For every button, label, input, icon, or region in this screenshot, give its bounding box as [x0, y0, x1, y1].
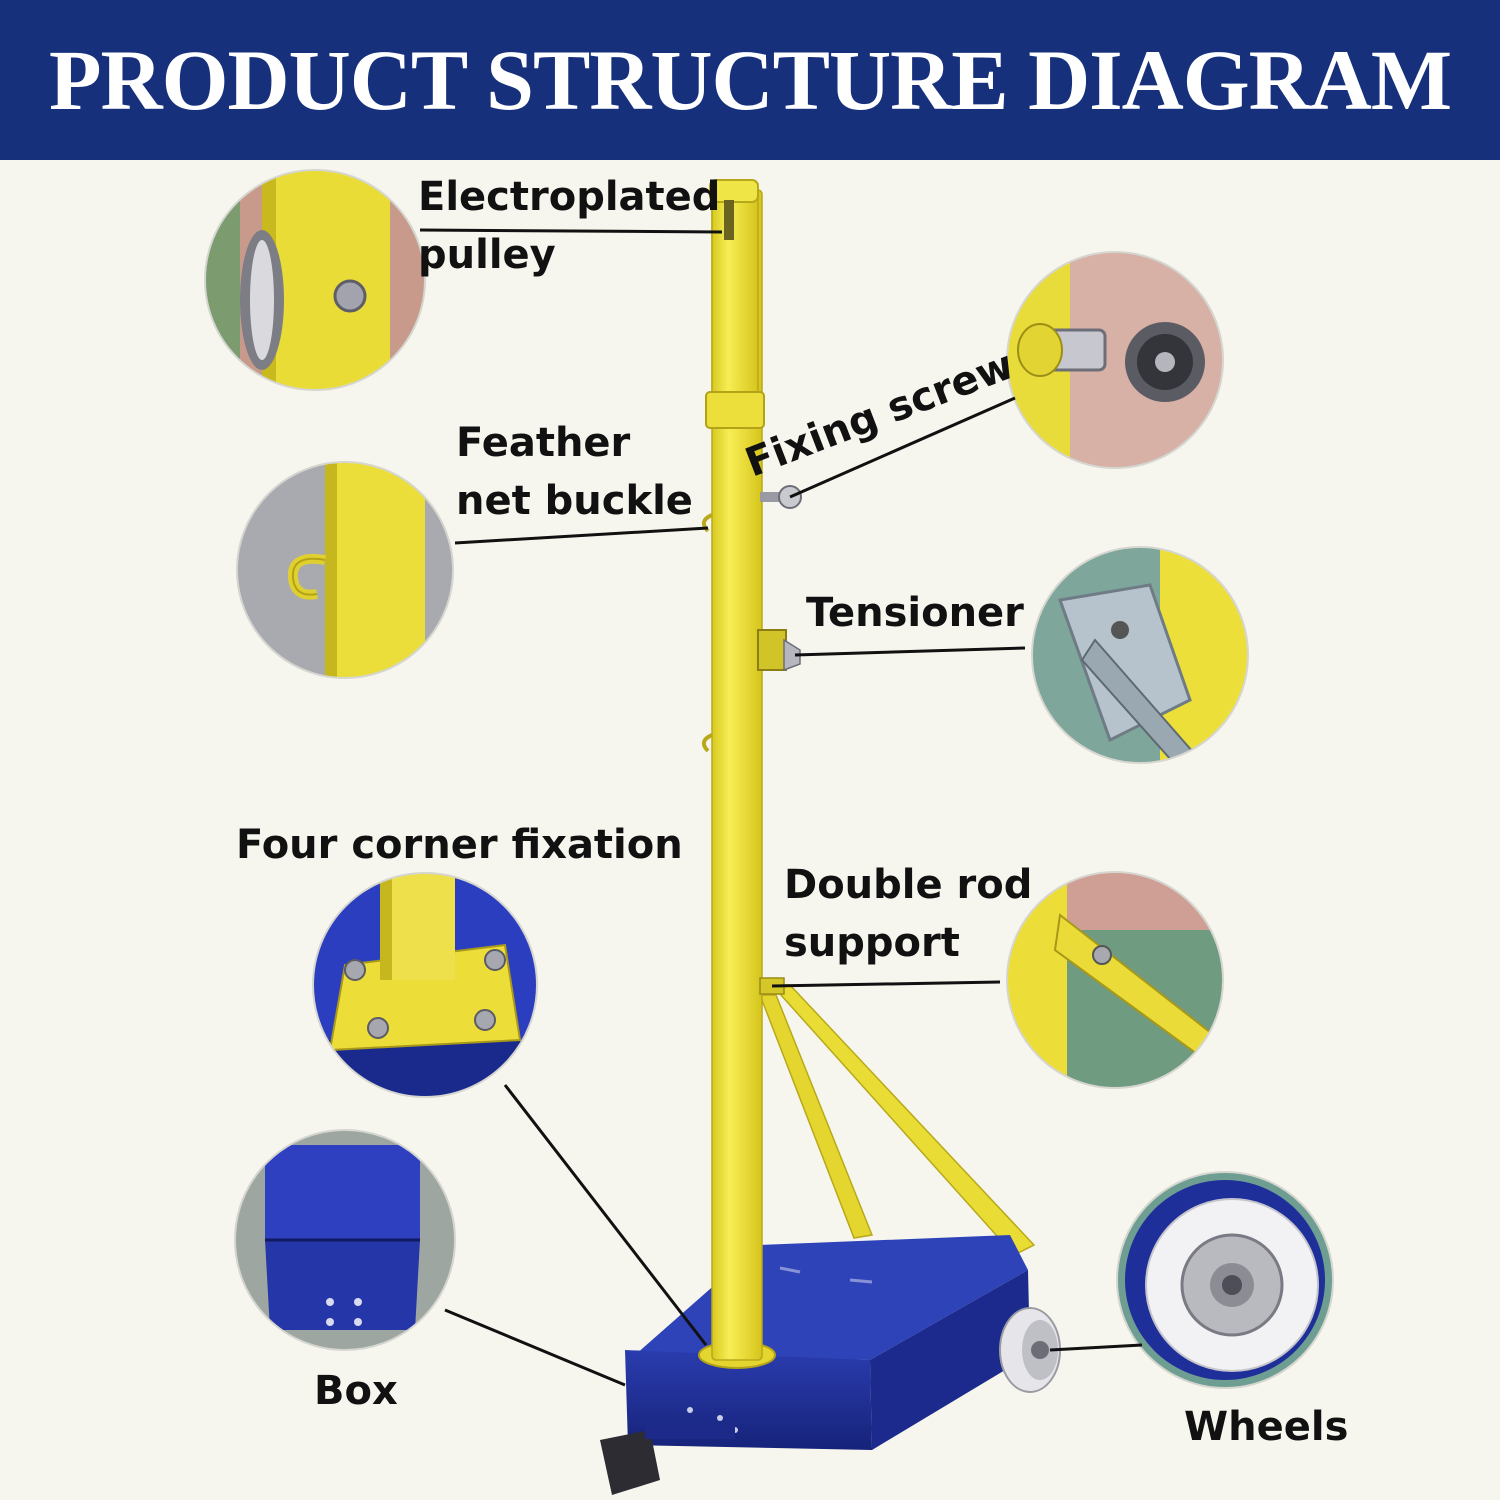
leader-pulley: [419, 228, 723, 234]
box-detail-circle: [235, 1130, 455, 1350]
label-tensioner: Tensioner: [806, 590, 1024, 636]
leader-double-rod: [771, 980, 1001, 988]
tensioner-detail-circle: [1032, 547, 1248, 763]
pulley-slot: [724, 200, 734, 240]
leader-lines: [419, 228, 1143, 1387]
leader-tensioner: [794, 646, 1026, 657]
label-double-rod-support: Double rod support: [784, 862, 1033, 966]
base-box: [625, 1235, 1030, 1450]
page-title: PRODUCT STRUCTURE DIAGRAM: [48, 32, 1452, 128]
leader-net-buckle: [454, 526, 709, 545]
tensioner-bracket: [757, 629, 801, 672]
title-banner: PRODUCT STRUCTURE DIAGRAM: [0, 0, 1500, 160]
support-rod-inner: [758, 994, 874, 1239]
label-feather-net-buckle: Feather net buckle: [456, 420, 693, 524]
leader-wheels: [1049, 1343, 1143, 1352]
fixing-screw-detail-circle: [1007, 252, 1223, 468]
label-electroplated-pulley: Electroplated pulley: [418, 174, 721, 278]
leader-box: [444, 1308, 626, 1387]
net-buckle-detail-circle: [237, 462, 453, 678]
base-handle: [600, 1430, 660, 1495]
label-wheels: Wheels: [1184, 1404, 1349, 1450]
fixing-screw-knob: [760, 485, 802, 509]
pole-sleeve: [705, 391, 765, 429]
wheel-detail-circle: [1117, 1172, 1333, 1388]
leader-four-corner: [503, 1084, 708, 1346]
net-buckle-lower: [701, 733, 713, 753]
pulley-detail-circle: [205, 170, 425, 390]
four-corner-detail-circle: [313, 873, 537, 1097]
label-box: Box: [314, 1368, 398, 1414]
leader-fixing-screw: [789, 396, 1016, 499]
label-four-corner-fixation: Four corner fixation: [236, 822, 683, 868]
pole-assembly: [600, 179, 1061, 1495]
